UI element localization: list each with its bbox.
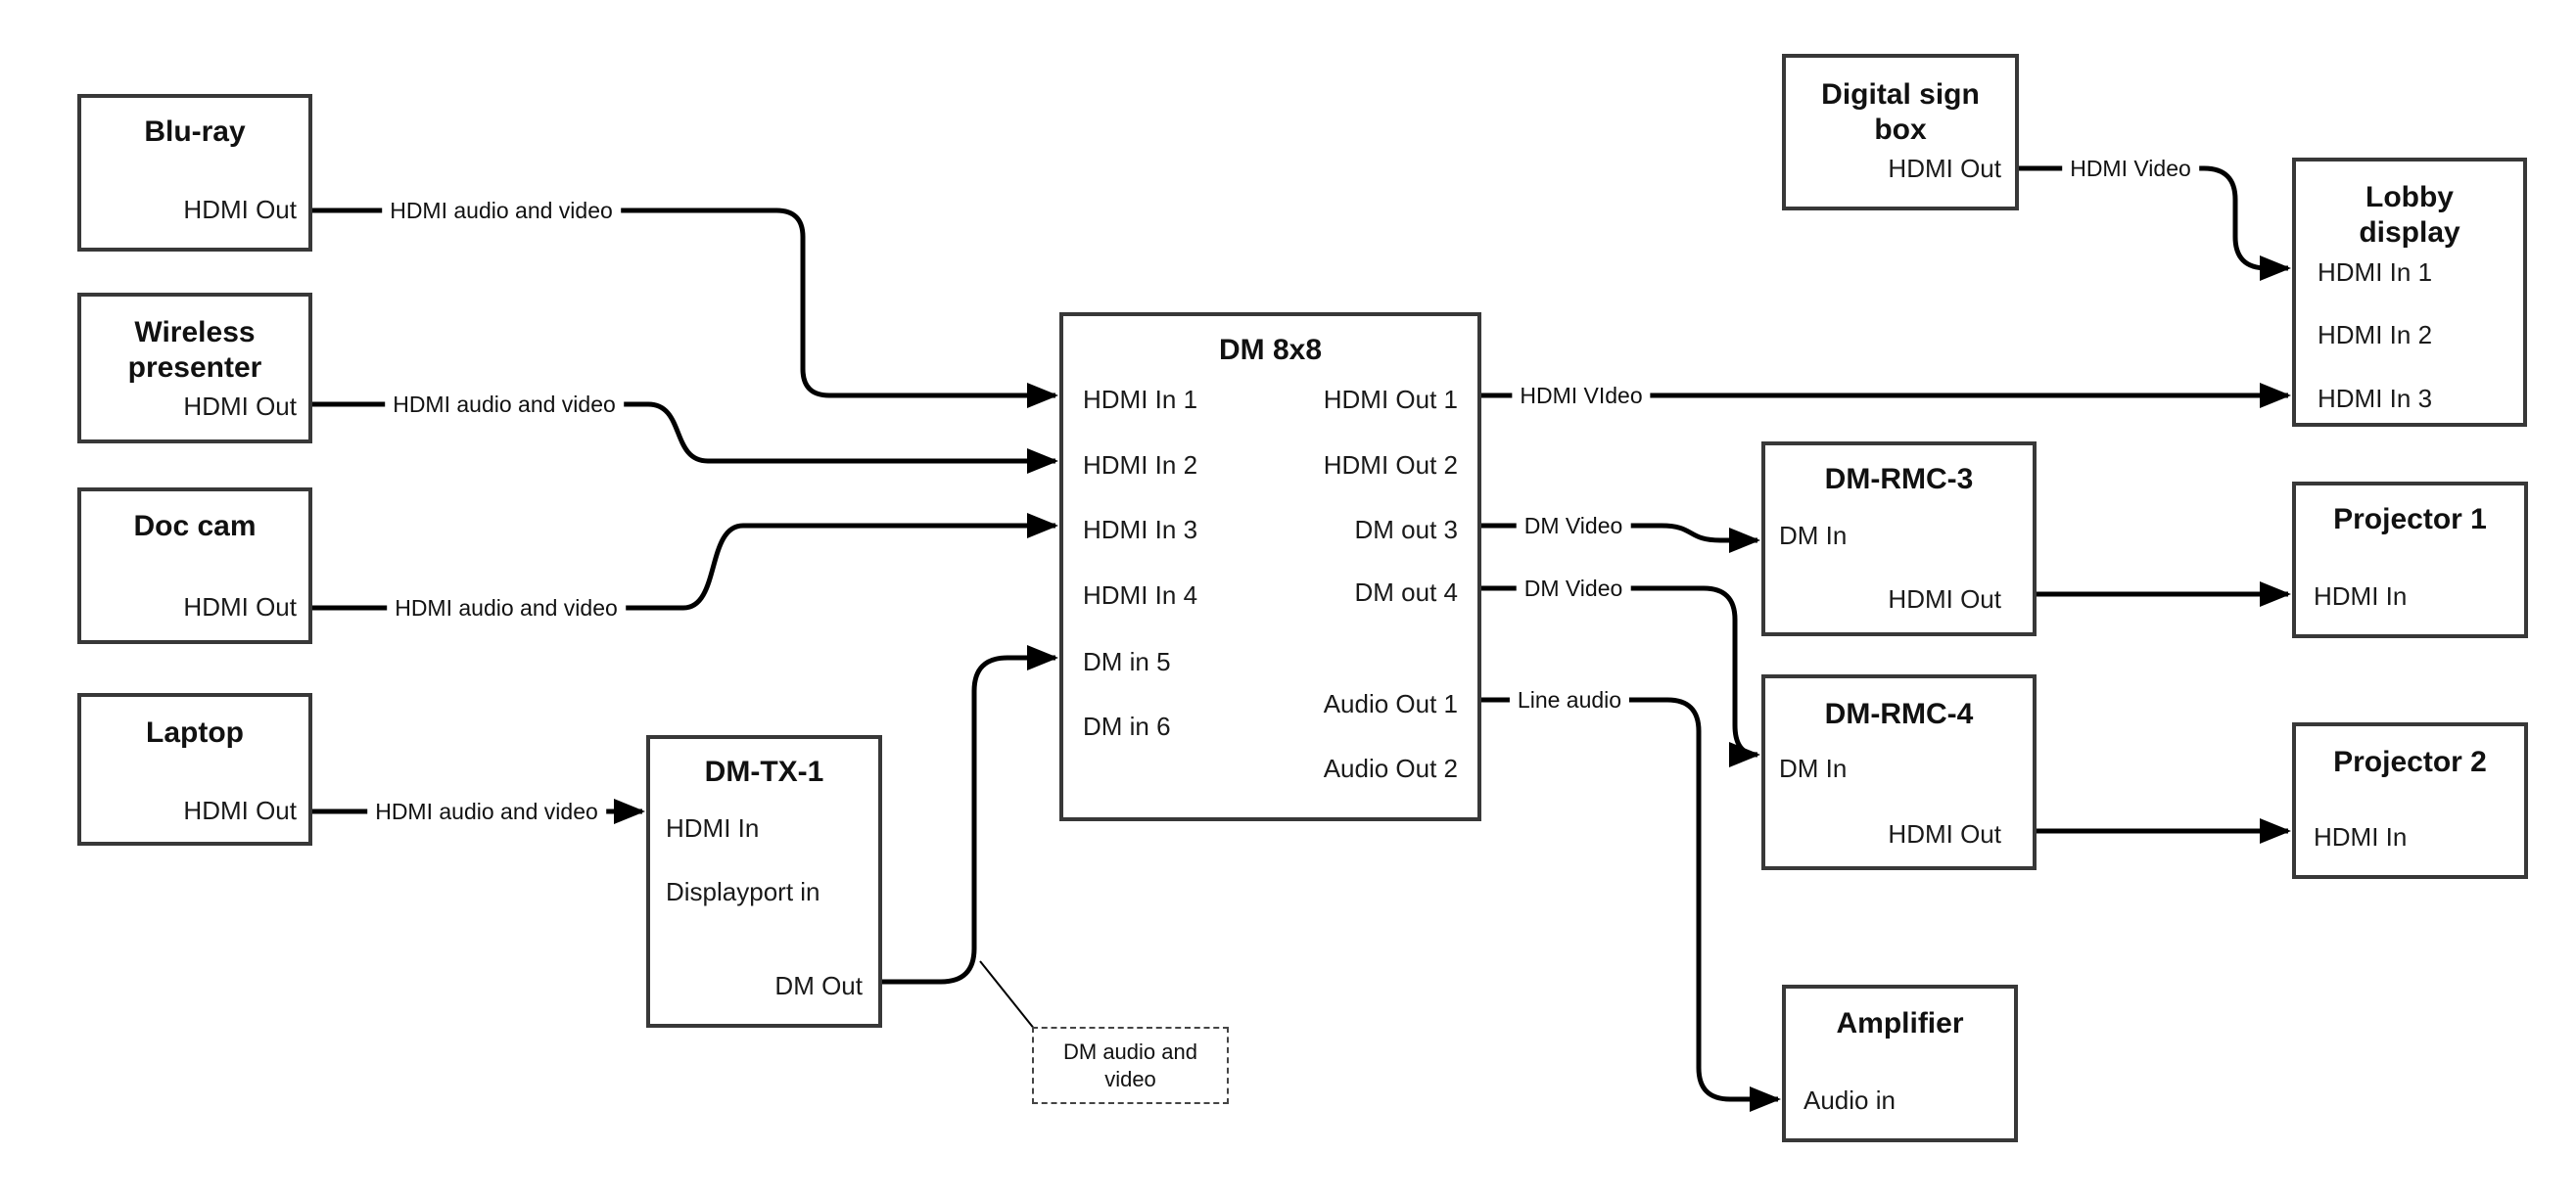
port-hdmi-out: HDMI Out [183, 195, 297, 224]
node-digital-sign-box: Digital sign box HDMI Out [1782, 54, 2019, 210]
wire-digitalsign-to-lobby-in1 [2019, 165, 2291, 281]
node-title: Laptop [146, 716, 244, 749]
wire-dmtx1-to-dm8x8-in5 [882, 645, 1058, 985]
port-audio-out-2: Audio Out 2 [1323, 754, 1458, 783]
wire-label-dm-out-4: DM Video [1516, 575, 1631, 602]
wire-bluray-to-dm8x8-in1 [312, 208, 1058, 408]
wire-dm8x8-out3-to-dmrmc3 [1481, 523, 1760, 553]
port-hdmi-in-4: HDMI In 4 [1083, 580, 1198, 610]
wire-doccam-to-dm8x8-in3 [312, 513, 1058, 611]
port-hdmi-out-1: HDMI Out 1 [1323, 385, 1458, 414]
wire-label-laptop: HDMI audio and video [367, 798, 606, 825]
node-title: Lobby display [2359, 181, 2460, 249]
port-hdmi-out: HDMI Out [1888, 819, 2001, 849]
node-title: Doc cam [133, 510, 257, 542]
note-leader-line [979, 960, 1036, 1031]
port-hdmi-in: HDMI In [2314, 822, 2408, 852]
wire-label-wireless: HDMI audio and video [385, 391, 624, 418]
port-hdmi-in-3: HDMI In 3 [2318, 384, 2433, 413]
port-dm-in: DM In [1779, 754, 1848, 783]
wire-label-doccam: HDMI audio and video [387, 594, 626, 622]
node-laptop: Laptop HDMI Out [77, 693, 312, 846]
port-dm-out: DM Out [774, 971, 863, 1000]
port-audio-out-1: Audio Out 1 [1323, 689, 1458, 718]
port-hdmi-in-3: HDMI In 3 [1083, 515, 1198, 544]
port-dm-in: DM In [1779, 521, 1848, 550]
port-hdmi-in-1: HDMI In 1 [2318, 257, 2433, 287]
node-title: Digital sign box [1821, 78, 1980, 146]
node-dm-8x8: DM 8x8 HDMI In 1 HDMI In 2 HDMI In 3 HDM… [1059, 312, 1481, 821]
node-title: DM-RMC-4 [1824, 698, 1974, 730]
wire-label-dm-out-3: DM Video [1516, 512, 1631, 539]
port-hdmi-out: HDMI Out [183, 592, 297, 622]
node-title: DM-RMC-3 [1824, 463, 1974, 495]
wire-label-audio-out-1: Line audio [1509, 686, 1630, 714]
node-dm-rmc-4: DM-RMC-4 DM In HDMI Out [1761, 674, 2037, 870]
port-hdmi-in: HDMI In [666, 813, 760, 843]
node-lobby-display: Lobby display HDMI In 1 HDMI In 2 HDMI I… [2292, 158, 2527, 427]
node-title: Wireless presenter [127, 316, 262, 384]
wire-dm8x8-audio1-to-amplifier [1481, 697, 1781, 1112]
port-dm-out-3: DM out 3 [1354, 515, 1459, 544]
node-dm-tx-1: DM-TX-1 HDMI In Displayport in DM Out [646, 735, 882, 1028]
port-dm-in-6: DM in 6 [1083, 712, 1171, 741]
node-projector-2: Projector 2 HDMI In [2292, 722, 2528, 879]
node-doc-cam: Doc cam HDMI Out [77, 487, 312, 644]
port-hdmi-out-2: HDMI Out 2 [1323, 450, 1458, 480]
port-hdmi-in: HDMI In [2314, 581, 2408, 611]
port-dm-in-5: DM in 5 [1083, 647, 1171, 676]
node-title: Projector 1 [2333, 503, 2487, 535]
port-audio-in: Audio in [1803, 1086, 1896, 1115]
wire-label-bluray: HDMI audio and video [382, 197, 621, 224]
wire-dm8x8-out4-to-dmrmc4 [1481, 585, 1760, 767]
port-hdmi-out: HDMI Out [183, 392, 297, 421]
port-hdmi-in-2: HDMI In 2 [1083, 450, 1198, 480]
node-projector-1: Projector 1 HDMI In [2292, 482, 2528, 638]
port-hdmi-in-1: HDMI In 1 [1083, 385, 1198, 414]
port-dm-out-4: DM out 4 [1354, 577, 1459, 607]
note-dm-audio-and-video: DM audio and video [1032, 1027, 1229, 1104]
port-hdmi-out: HDMI Out [1888, 584, 2001, 614]
port-hdmi-out: HDMI Out [183, 796, 297, 825]
node-amplifier: Amplifier Audio in [1782, 985, 2018, 1142]
port-hdmi-out: HDMI Out [1888, 154, 2001, 183]
node-wireless-presenter: Wireless presenter HDMI Out [77, 293, 312, 443]
port-hdmi-in-2: HDMI In 2 [2318, 320, 2433, 349]
wire-label-digitalsign: HDMI Video [2062, 155, 2199, 182]
port-displayport-in: Displayport in [666, 877, 820, 906]
node-dm-rmc-3: DM-RMC-3 DM In HDMI Out [1761, 441, 2037, 636]
wire-wireless-to-dm8x8-in2 [312, 401, 1058, 474]
node-title: Amplifier [1836, 1007, 1964, 1039]
node-title: Projector 2 [2333, 746, 2487, 778]
node-title: DM-TX-1 [704, 756, 824, 788]
node-title: DM 8x8 [1218, 334, 1323, 366]
node-title: Blu-ray [144, 115, 246, 148]
node-bluray: Blu-ray HDMI Out [77, 94, 312, 252]
wire-label-hdmi-out-1: HDMI VIdeo [1512, 382, 1651, 409]
